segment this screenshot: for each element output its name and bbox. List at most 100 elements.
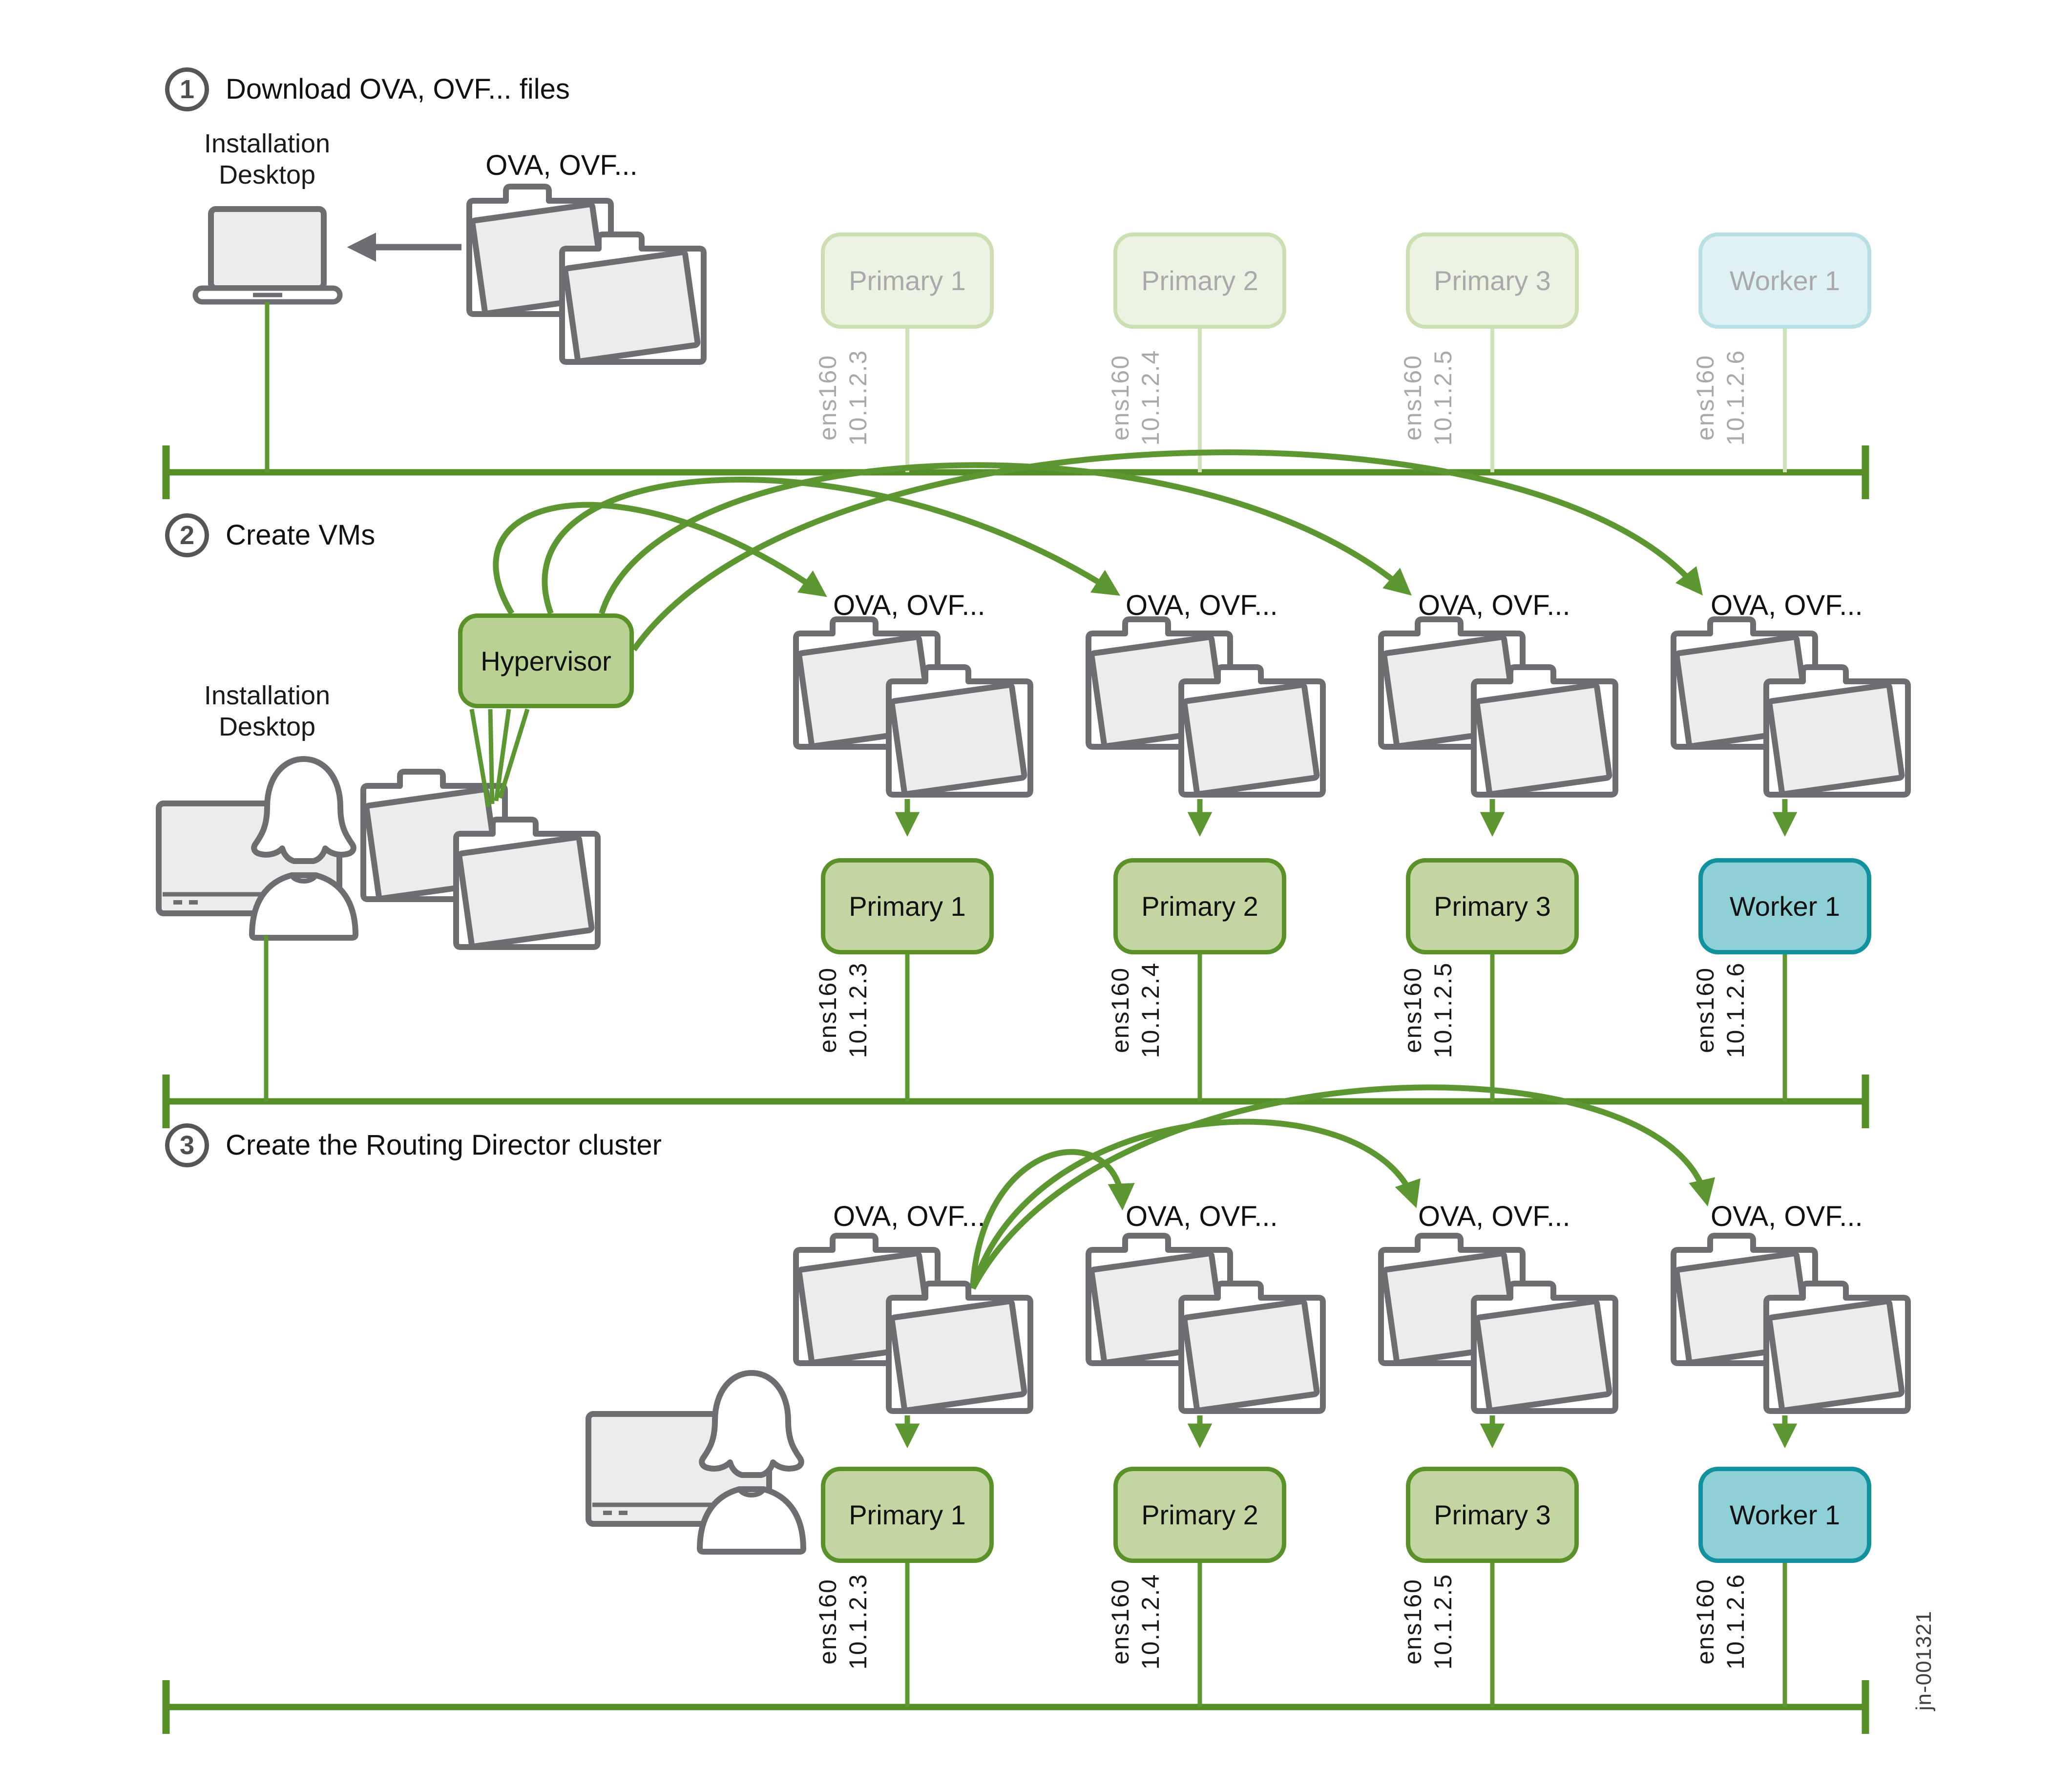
hypervisor-label: Hypervisor <box>481 645 611 676</box>
vm-name: Primary 2 <box>1141 891 1258 922</box>
step1-title: Download OVA, OVF... files <box>226 73 570 105</box>
vm-name: Primary 2 <box>1141 265 1258 296</box>
vm-ip: 10.1.2.5 <box>1429 1573 1457 1670</box>
ova-files-label-step2-col3: OVA, OVF... <box>1418 590 1570 621</box>
vm-interface-label-primary1-step2: ens160 10.1.2.3 <box>809 951 877 1069</box>
vm-interface-label-primary1-step3: ens160 10.1.2.3 <box>809 1563 877 1680</box>
vm-box-primary2-step2: Primary 2 <box>1113 858 1286 954</box>
vm-ip: 10.1.2.4 <box>1137 1573 1164 1670</box>
vm-interface-label-primary3-step2: ens160 10.1.2.5 <box>1394 951 1462 1069</box>
vm-name: Primary 1 <box>849 891 966 922</box>
ova-files-label-step3-col2: OVA, OVF... <box>1126 1201 1278 1232</box>
vm-column-graphics-step3 <box>796 1236 1908 1707</box>
step1-number: 1 <box>179 75 195 104</box>
step3-title: Create the Routing Director cluster <box>226 1129 662 1161</box>
vm-ip: 10.1.2.6 <box>1722 349 1749 446</box>
vm-interface: ens160 <box>814 1578 841 1665</box>
vm-name: Primary 2 <box>1141 1499 1258 1530</box>
vm-interface-label-primary2-step3: ens160 10.1.2.4 <box>1101 1563 1170 1680</box>
vm-box-worker1-step3: Worker 1 <box>1698 1467 1871 1563</box>
vm-ip: 10.1.2.3 <box>844 962 872 1058</box>
vm-ip: 10.1.2.4 <box>1137 349 1164 446</box>
ova-files-label-step1: OVA, OVF... <box>485 149 638 181</box>
installation-label-line1: Installation <box>204 681 331 710</box>
ova-files-label-step3-col1: OVA, OVF... <box>833 1201 985 1232</box>
step3-number: 3 <box>179 1131 195 1160</box>
step2-title: Create VMs <box>226 519 376 551</box>
installation-label-line1: Installation <box>204 129 331 158</box>
vm-interface: ens160 <box>814 354 841 441</box>
installation-label-line2: Desktop <box>218 160 316 190</box>
vm-ip: 10.1.2.5 <box>1429 349 1457 446</box>
vm-box-primary1-step2: Primary 1 <box>821 858 994 954</box>
vm-interface-label-primary3-step1: ens160 10.1.2.5 <box>1394 339 1462 456</box>
vm-box-primary2-step1: Primary 2 <box>1113 232 1286 329</box>
ova-files-label-step2-col1: OVA, OVF... <box>833 590 985 621</box>
vm-name: Primary 1 <box>849 1499 966 1530</box>
step3-number-badge: 3 <box>165 1123 209 1167</box>
vm-interface: ens160 <box>1399 1578 1426 1665</box>
installation-label-line2: Desktop <box>218 712 316 741</box>
ova-files-label-step2-col2: OVA, OVF... <box>1126 590 1278 621</box>
folder-pair-icon-step1 <box>469 187 704 362</box>
user-person-icon-step2 <box>252 759 356 938</box>
vm-box-primary1-step1: Primary 1 <box>821 232 994 329</box>
vm-name: Worker 1 <box>1729 891 1841 922</box>
figure-id-label: jn-001321 <box>1912 1610 1936 1711</box>
vm-box-primary3-step1: Primary 3 <box>1406 232 1579 329</box>
vm-name: Primary 3 <box>1434 1499 1551 1530</box>
vm-interface-label-primary2-step2: ens160 10.1.2.4 <box>1101 951 1170 1069</box>
laptop-icon <box>195 209 340 302</box>
vm-interface: ens160 <box>1399 354 1426 441</box>
vm-name: Worker 1 <box>1729 1499 1841 1530</box>
deploy-arrow-icon-step3 <box>970 1084 1716 1290</box>
network-bus-line-step1 <box>162 445 1869 499</box>
installation-desktop-label-step2: Installation Desktop <box>157 680 377 742</box>
deploy-arrow-icon-step2 <box>493 449 1703 652</box>
vm-ip: 10.1.2.6 <box>1722 962 1749 1058</box>
folder-pair-icon-step2-desktop <box>363 772 598 947</box>
vm-interface: ens160 <box>1692 967 1719 1054</box>
ova-files-label-step3-col3: OVA, OVF... <box>1418 1201 1570 1232</box>
vm-interface: ens160 <box>1107 967 1134 1054</box>
ova-files-label-step3-col4: OVA, OVF... <box>1711 1201 1863 1232</box>
vm-ip: 10.1.2.5 <box>1429 962 1457 1058</box>
vm-box-primary3-step2: Primary 3 <box>1406 858 1579 954</box>
step1-number-badge: 1 <box>165 67 209 111</box>
vm-interface: ens160 <box>814 967 841 1054</box>
vm-interface-label-primary1-step1: ens160 10.1.2.3 <box>809 339 877 456</box>
vm-interface-label-primary2-step1: ens160 10.1.2.4 <box>1101 339 1170 456</box>
vm-column-graphics-step2 <box>796 619 1908 1101</box>
step2-number-badge: 2 <box>165 513 209 557</box>
vm-interface: ens160 <box>1107 1578 1134 1665</box>
vm-box-primary2-step3: Primary 2 <box>1113 1467 1286 1563</box>
vm-name: Worker 1 <box>1729 265 1841 296</box>
vm-interface: ens160 <box>1399 967 1426 1054</box>
network-bus-line-step3 <box>162 1680 1869 1734</box>
vm-name: Primary 3 <box>1434 265 1551 296</box>
vm-box-primary1-step3: Primary 1 <box>821 1467 994 1563</box>
vm-interface: ens160 <box>1692 1578 1719 1665</box>
vm-box-worker1-step2: Worker 1 <box>1698 858 1871 954</box>
installation-desktop-label-step1: Installation Desktop <box>157 128 377 190</box>
vm-ip: 10.1.2.3 <box>844 1573 872 1670</box>
upload-fan-lines <box>469 708 530 807</box>
vm-box-worker1-step1: Worker 1 <box>1698 232 1871 329</box>
vm-interface-label-worker1-step2: ens160 10.1.2.6 <box>1686 951 1755 1069</box>
vm-box-primary3-step3: Primary 3 <box>1406 1467 1579 1563</box>
vm-name: Primary 3 <box>1434 891 1551 922</box>
ova-files-label-step2-col4: OVA, OVF... <box>1711 590 1863 621</box>
vm-ip: 10.1.2.3 <box>844 349 872 446</box>
vm-interface: ens160 <box>1107 354 1134 441</box>
vm-ip: 10.1.2.6 <box>1722 1573 1749 1670</box>
vm-name: Primary 1 <box>849 265 966 296</box>
vm-interface-label-worker1-step3: ens160 10.1.2.6 <box>1686 1563 1755 1680</box>
vm-interface-label-primary3-step3: ens160 10.1.2.5 <box>1394 1563 1462 1680</box>
network-bus-line-step2 <box>162 1075 1869 1128</box>
hypervisor-box: Hypervisor <box>458 613 634 708</box>
vm-interface: ens160 <box>1692 354 1719 441</box>
vm-interface-label-worker1-step1: ens160 10.1.2.6 <box>1686 339 1755 456</box>
step2-number: 2 <box>179 521 195 550</box>
